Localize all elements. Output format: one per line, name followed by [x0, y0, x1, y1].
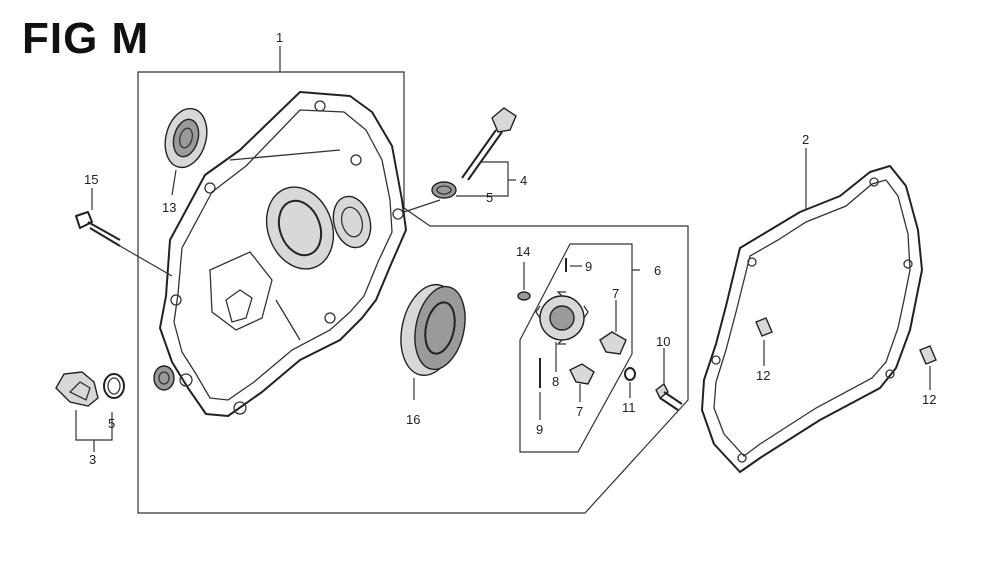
ball-bearing[interactable] [393, 279, 472, 381]
governor-weight-7-lower[interactable] [569, 363, 595, 385]
callout-7-lower: 7 [576, 404, 583, 419]
callout-5-filler: 5 [108, 416, 115, 431]
governor-group-outline [519, 243, 640, 453]
figure-title: FIG M [22, 14, 150, 63]
callout-1: 1 [276, 30, 283, 45]
callout-13: 13 [162, 200, 176, 215]
governor-weight-7-upper[interactable] [599, 331, 627, 355]
callout-15: 15 [84, 172, 98, 187]
o-ring-filler[interactable] [103, 373, 125, 399]
washer-14[interactable] [517, 291, 531, 301]
dowel-pin-left[interactable] [755, 317, 773, 337]
callout-16: 16 [406, 412, 420, 427]
callout-2: 2 [802, 132, 809, 147]
filler-seat [153, 365, 175, 391]
callout-4: 4 [520, 173, 527, 188]
callout-6: 6 [654, 263, 661, 278]
callout-14: 14 [516, 244, 530, 259]
crankcase-gasket[interactable] [701, 165, 923, 473]
callout-9-upper: 9 [585, 259, 592, 274]
callout-12-right: 12 [922, 392, 936, 407]
flange-bolt[interactable] [75, 211, 121, 247]
oil-filler-cap[interactable] [55, 371, 99, 407]
callout-7-upper: 7 [612, 286, 619, 301]
callout-5-drain: 5 [486, 190, 493, 205]
dowel-pin-right[interactable] [919, 345, 937, 365]
assembly-outline-1 [137, 46, 689, 514]
callout-12-left: 12 [756, 368, 770, 383]
callout-3: 3 [89, 452, 96, 467]
crankcase-cover[interactable] [159, 91, 407, 417]
oil-drain-plug[interactable] [461, 107, 517, 181]
callout-9-lower: 9 [536, 422, 543, 437]
governor-gear[interactable] [535, 291, 589, 345]
clip-11[interactable] [624, 367, 636, 381]
o-ring-drain[interactable] [431, 181, 457, 199]
oil-seal-large[interactable] [159, 104, 213, 172]
callout-10: 10 [656, 334, 670, 349]
governor-shaft[interactable] [655, 382, 683, 411]
callout-11: 11 [622, 400, 636, 415]
callout-8: 8 [552, 374, 559, 389]
